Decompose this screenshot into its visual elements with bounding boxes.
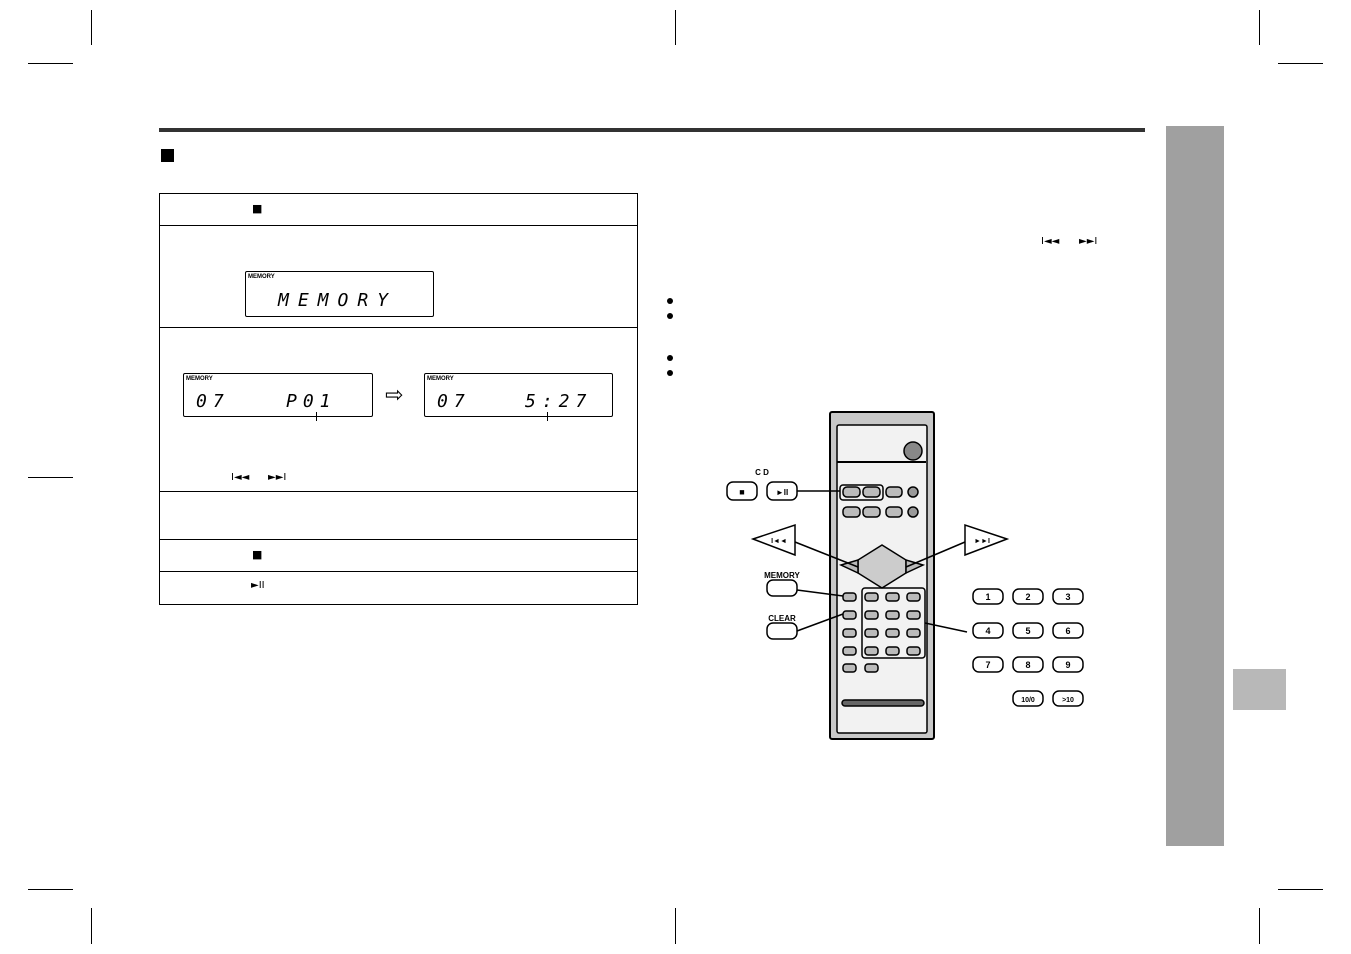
- number-key-label: 3: [1065, 592, 1070, 602]
- crop-mark: [675, 10, 676, 45]
- crop-mark: [675, 908, 676, 944]
- number-key-label: 1: [985, 592, 990, 602]
- clear-button-label: CLEAR: [768, 614, 796, 623]
- number-key-label: 8: [1025, 660, 1030, 670]
- procedure-table: [159, 193, 638, 605]
- number-key-label: 5: [1025, 626, 1030, 636]
- crop-mark: [28, 477, 73, 478]
- table-divider: [160, 225, 637, 226]
- header-rule: [159, 128, 1145, 132]
- bullet: [667, 355, 673, 361]
- bullet: [667, 298, 673, 304]
- bullet: [667, 370, 673, 376]
- arrow-right-icon: ⇨: [385, 383, 404, 408]
- crop-mark: [1278, 889, 1323, 890]
- program-number: P01: [286, 391, 337, 412]
- crop-mark: [91, 10, 92, 45]
- skip-forward-icon: ►►I: [268, 472, 287, 483]
- skip-back-icon: I◄◄: [771, 538, 787, 545]
- stop-icon: ■: [252, 202, 263, 215]
- skip-back-icon: I◄◄: [231, 472, 250, 483]
- crop-mark: [28, 889, 73, 890]
- bullet: [667, 313, 673, 319]
- track-number: 07: [437, 391, 471, 412]
- time-display: MEMORY 07 5:27: [424, 373, 613, 417]
- cd-label: C D: [755, 468, 769, 477]
- section-square-icon: [161, 149, 174, 162]
- memory-indicator: MEMORY: [248, 274, 275, 280]
- number-key-label: 9: [1065, 660, 1070, 670]
- track-number: 07: [196, 391, 230, 412]
- crop-mark: [1278, 63, 1323, 64]
- display-text: MEMORY: [278, 290, 398, 311]
- skip-forward-icon: ►►I: [974, 538, 990, 545]
- memory-button-label: MEMORY: [764, 571, 800, 580]
- playing-time: 5:27: [525, 391, 593, 412]
- number-key-label: 6: [1065, 626, 1070, 636]
- play-pause-icon: ►II: [776, 488, 788, 497]
- number-key-label: 10/0: [1021, 697, 1035, 704]
- number-key-label: 2: [1025, 592, 1030, 602]
- stop-icon: ■: [252, 548, 263, 561]
- side-tab: [1166, 126, 1224, 846]
- number-key-label: >10: [1062, 697, 1074, 704]
- crop-mark: [1259, 10, 1260, 45]
- crop-mark: [28, 63, 73, 64]
- number-key-label: 4: [985, 626, 990, 636]
- number-key-label: 7: [985, 660, 990, 670]
- skip-back-icon: I◄◄: [1041, 236, 1060, 247]
- stop-icon: ■: [739, 487, 744, 497]
- crop-mark: [91, 908, 92, 944]
- remote-control-illustration: C D ■ ►II I◄◄ ►►I MEMORY CLEAR 1 2 3 4 5…: [726, 411, 1084, 740]
- play-pause-icon: ►II: [251, 580, 265, 591]
- side-tab-marker: [1233, 669, 1286, 710]
- table-divider: [160, 571, 637, 572]
- memory-display: MEMORY MEMORY: [245, 271, 434, 317]
- memory-indicator: MEMORY: [427, 376, 454, 382]
- table-divider: [160, 491, 637, 492]
- callout-line: [316, 412, 317, 421]
- memory-indicator: MEMORY: [186, 376, 213, 382]
- table-divider: [160, 327, 637, 328]
- skip-forward-icon: ►►I: [1079, 236, 1098, 247]
- program-display: MEMORY 07 P01: [183, 373, 373, 417]
- callout-line: [547, 412, 548, 421]
- crop-mark: [1259, 908, 1260, 944]
- table-divider: [160, 539, 637, 540]
